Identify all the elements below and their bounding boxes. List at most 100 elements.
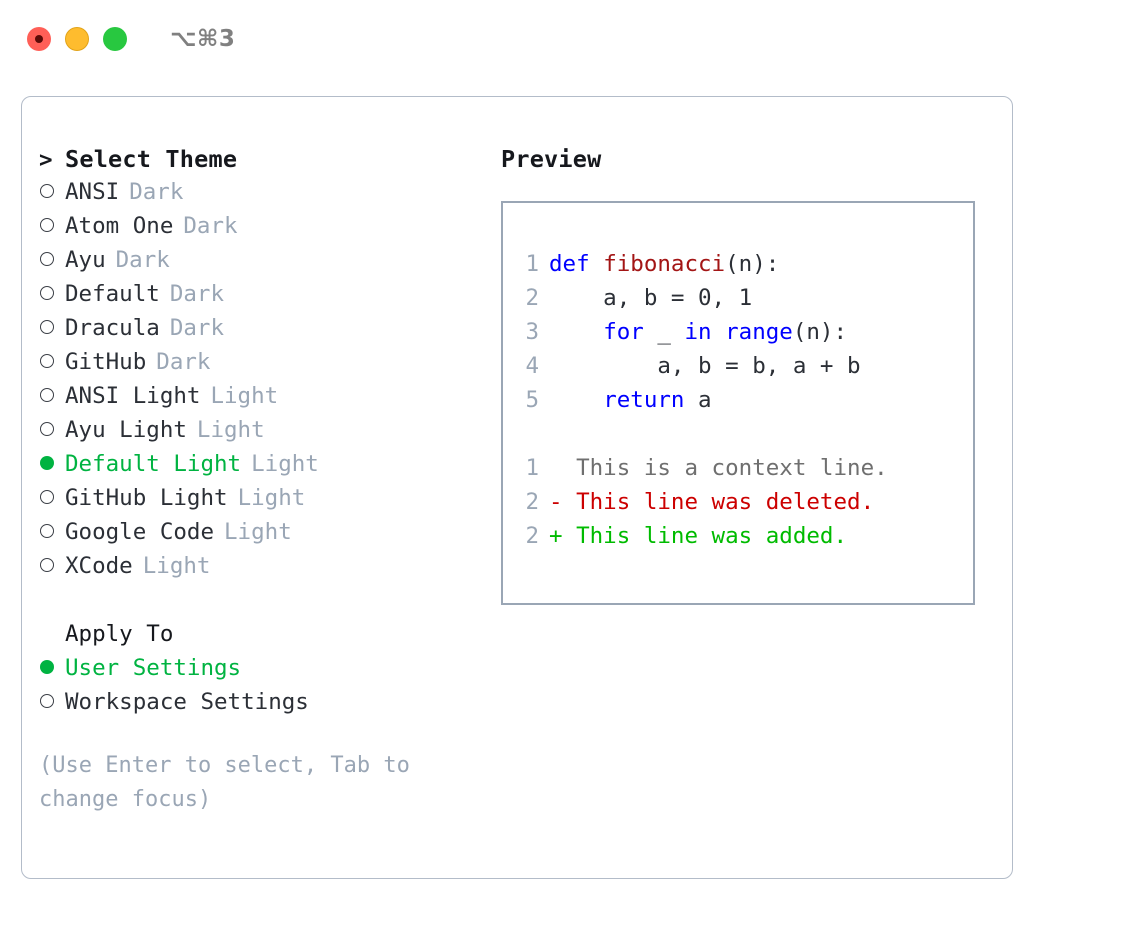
select-theme-title: Select Theme (65, 145, 238, 173)
code-line: 2 a, b = 0, 1 (503, 281, 973, 315)
diff-line: 2- This line was deleted. (503, 485, 973, 519)
theme-variant-tag: Light (237, 485, 306, 511)
theme-variant-tag: Dark (156, 349, 211, 375)
theme-variant-tag: Light (224, 519, 292, 545)
code-line-text: for _ in range(n): (549, 315, 847, 349)
line-number: 2 (525, 285, 539, 311)
theme-name: ANSI (65, 179, 120, 205)
theme-name: XCode (65, 553, 133, 579)
code-diff-gap (503, 417, 973, 451)
code-token: (n): (725, 251, 780, 277)
theme-name: Google Code (65, 519, 215, 545)
theme-variant-tag: Dark (129, 179, 184, 205)
code-token: range (725, 319, 793, 345)
theme-row[interactable]: Ayu Dark (39, 247, 479, 281)
diff-line-text: This line was deleted. (576, 489, 875, 515)
code-line-text: def fibonacci(n): (549, 247, 779, 281)
diff-sign: + (549, 523, 577, 549)
code-token: a, b = b, a + b (549, 353, 861, 379)
diff-line-text: This is a context line. (576, 455, 888, 481)
diff-line-text: This line was added. (576, 523, 848, 549)
preview-title: Preview (501, 145, 602, 173)
code-token: def (549, 251, 604, 277)
list-spacer (39, 587, 479, 621)
maximize-button-icon[interactable] (103, 27, 127, 51)
theme-name: Default (65, 281, 160, 307)
diff-line-number: 2 (525, 489, 539, 515)
code-line-text: a, b = b, a + b (549, 349, 861, 383)
code-line: 3 for _ in range(n): (503, 315, 973, 349)
code-token: in (684, 319, 712, 345)
theme-variant-tag: Light (210, 383, 279, 409)
code-line: 1 def fibonacci(n): (503, 247, 973, 281)
theme-name: Dracula (65, 315, 160, 341)
theme-row[interactable]: GitHub Dark (39, 349, 479, 383)
theme-row[interactable]: Default Light Light (39, 451, 479, 485)
line-number: 1 (525, 251, 539, 277)
apply-to-option[interactable]: Workspace Settings (39, 689, 479, 723)
theme-name: GitHub Light (65, 485, 228, 511)
theme-row[interactable]: XCode Light (39, 553, 479, 587)
apply-to-heading: Apply To (65, 621, 174, 647)
theme-row[interactable]: GitHub Light Light (39, 485, 479, 519)
theme-name: Ayu (65, 247, 106, 273)
line-number: 3 (525, 319, 539, 345)
code-token: for (603, 319, 644, 345)
code-token: fibonacci (603, 251, 726, 277)
apply-to-label: Workspace Settings (65, 689, 309, 715)
theme-variant-tag: Dark (169, 315, 225, 341)
theme-row[interactable]: Dracula Dark (39, 315, 479, 349)
minimize-button-icon[interactable] (65, 27, 89, 51)
diff-sign: - (549, 489, 577, 515)
diff-sign (549, 451, 576, 485)
code-line: 4 a, b = b, a + b (503, 349, 973, 383)
code-token: return (603, 387, 685, 413)
window-shortcut-label: ⌥⌘3 (170, 26, 236, 52)
prompt-caret-icon: > (39, 147, 53, 173)
diff-line: 1 This is a context line. (503, 451, 973, 485)
traffic-light-group (27, 27, 127, 51)
help-text: (Use Enter to select, Tab to change focu… (39, 753, 410, 812)
line-number: 5 (525, 387, 539, 413)
diff-line: 2+ This line was added. (503, 519, 973, 553)
theme-row[interactable]: Google Code Light (39, 519, 479, 553)
code-token: a (684, 387, 712, 413)
theme-variant-tag: Dark (115, 247, 170, 273)
theme-row[interactable]: Default Dark (39, 281, 479, 315)
code-token (549, 319, 603, 345)
code-token: (n): (792, 319, 848, 345)
theme-name: ANSI Light (65, 383, 201, 409)
line-number: 4 (525, 353, 539, 379)
theme-name: GitHub (65, 349, 147, 375)
code-token (712, 319, 726, 345)
close-button-icon[interactable] (27, 27, 51, 51)
title-bar: ⌥⌘3 (0, 0, 1140, 78)
select-theme-header: > Select Theme (39, 145, 479, 179)
theme-row[interactable]: ANSI Dark (39, 179, 479, 213)
theme-variant-tag: Light (196, 417, 265, 443)
theme-row[interactable]: Atom One Dark (39, 213, 479, 247)
code-line: 5 return a (503, 383, 973, 417)
theme-name: Default Light (65, 451, 242, 477)
theme-name: Atom One (65, 213, 174, 239)
theme-row[interactable]: ANSI Light Light (39, 383, 479, 417)
theme-variant-tag: Light (142, 553, 211, 579)
apply-to-label: User Settings (65, 655, 242, 681)
theme-variant-tag: Light (251, 451, 319, 477)
code-line-text: return a (549, 383, 712, 417)
theme-variant-tag: Dark (183, 213, 238, 239)
code-token (549, 387, 603, 413)
theme-variant-tag: Dark (169, 281, 225, 307)
apply-to-option[interactable]: User Settings (39, 655, 479, 689)
code-token: _ (643, 319, 685, 345)
code-line-text: a, b = 0, 1 (549, 281, 752, 315)
